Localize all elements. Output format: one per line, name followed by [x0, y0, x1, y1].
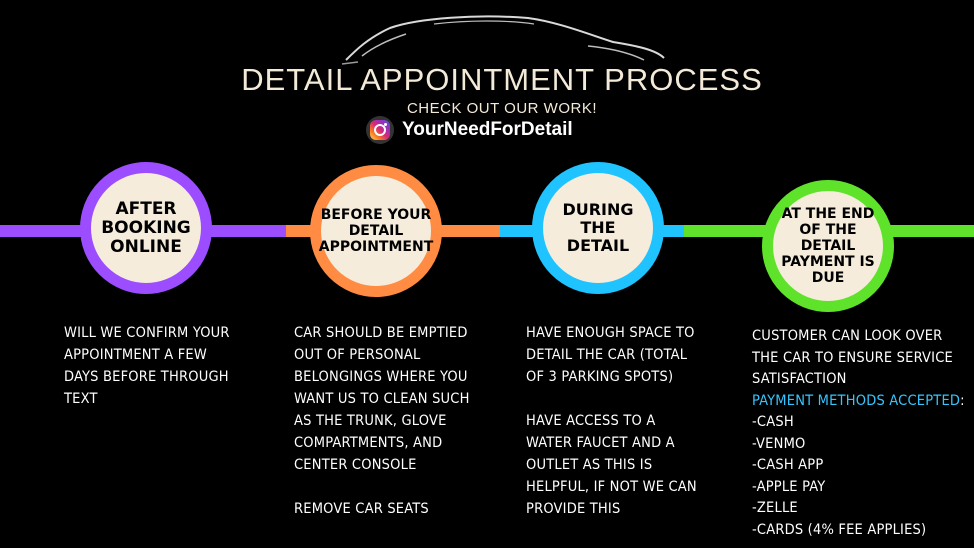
desc-line: COMPARTMENTS, AND — [294, 435, 443, 451]
desc-line: CUSTOMER CAN LOOK OVER — [752, 328, 943, 344]
desc-line: DETAIL THE CAR (TOTAL — [526, 347, 688, 363]
desc-line: TEXT — [64, 391, 98, 407]
desc-line: WATER FAUCET AND A — [526, 435, 675, 451]
desc-line: OF 3 PARKING SPOTS) — [526, 369, 674, 385]
desc-line: WANT US TO CLEAN SUCH — [294, 391, 470, 407]
desc-line: HELPFUL, IF NOT WE CAN — [526, 479, 697, 495]
payment-heading-colon: : — [960, 392, 965, 409]
payment-heading: PAYMENT METHODS ACCEPTED: — [752, 391, 974, 413]
payment-method: -CARDS (4% FEE APPLIES) — [752, 521, 927, 538]
payment-method: -VENMO — [752, 435, 806, 452]
step-1-title: AFTER BOOKING ONLINE — [101, 198, 191, 257]
step-1-description: WILL WE CONFIRM YOUR APPOINTMENT A FEW D… — [64, 322, 284, 410]
step-4-circle: AT THE END OF THE DETAIL PAYMENT IS DUE — [762, 180, 894, 312]
step-3-description: HAVE ENOUGH SPACE TO DETAIL THE CAR (TOT… — [526, 322, 746, 520]
desc-line: HAVE ENOUGH SPACE TO — [526, 325, 695, 341]
page-title: DETAIL APPOINTMENT PROCESS — [241, 62, 763, 97]
step-4-description: CUSTOMER CAN LOOK OVER THE CAR TO ENSURE… — [752, 326, 974, 541]
desc-line: SATISFACTION — [752, 371, 847, 387]
step-2-title: BEFORE YOUR DETAIL APPOINTMENT — [318, 207, 434, 255]
payment-method: -ZELLE — [752, 500, 798, 516]
desc-line: DAYS BEFORE THROUGH — [64, 369, 229, 385]
step-2-circle: BEFORE YOUR DETAIL APPOINTMENT — [310, 165, 442, 297]
instagram-handle: YourNeedForDetail — [402, 119, 573, 140]
desc-line: AS THE TRUNK, GLOVE — [294, 413, 447, 429]
desc-line: HAVE ACCESS TO A — [526, 413, 656, 429]
desc-line: BELONGINGS WHERE YOU — [294, 369, 468, 385]
desc-line: PROVIDE THIS — [526, 501, 621, 517]
step-1-circle: AFTER BOOKING ONLINE — [80, 162, 212, 294]
car-silhouette-icon — [341, 15, 665, 65]
payment-heading-text: PAYMENT METHODS ACCEPTED — [752, 392, 961, 409]
payment-method: -CASH APP — [752, 457, 824, 473]
page-subtitle: CHECK OUT OUR WORK! — [406, 100, 598, 117]
step-2-description: CAR SHOULD BE EMPTIED OUT OF PERSONAL BE… — [294, 322, 514, 520]
step-3-circle: DURING THE DETAIL — [532, 162, 664, 294]
instagram-link[interactable]: YourNeedForDetail — [366, 116, 573, 144]
instagram-icon — [366, 116, 394, 144]
step-4-title: AT THE END OF THE DETAIL PAYMENT IS DUE — [781, 206, 875, 286]
desc-line: OUTLET AS THIS IS — [526, 457, 653, 473]
desc-line: WILL WE CONFIRM YOUR — [64, 325, 230, 341]
spacer — [294, 476, 514, 498]
desc-line: CENTER CONSOLE — [294, 457, 417, 473]
desc-line: THE CAR TO ENSURE SERVICE — [752, 349, 953, 366]
desc-line: CAR SHOULD BE EMPTIED — [294, 325, 468, 341]
desc-line: REMOVE CAR SEATS — [294, 501, 429, 517]
desc-line: OUT OF PERSONAL — [294, 347, 421, 363]
payment-method: -APPLE PAY — [752, 478, 826, 495]
payment-method: -CASH — [752, 414, 794, 430]
spacer — [526, 388, 746, 410]
step-3-title: DURING THE DETAIL — [562, 200, 634, 255]
desc-line: APPOINTMENT A FEW — [64, 347, 207, 363]
